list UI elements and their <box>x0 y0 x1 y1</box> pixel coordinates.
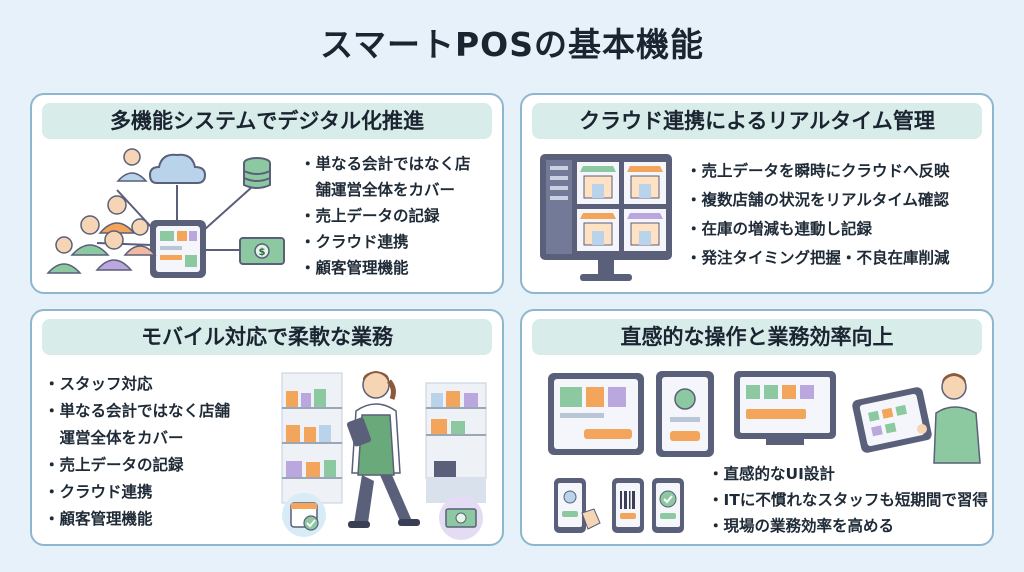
panel-title: モバイル対応で柔軟な業務 <box>42 319 492 355</box>
list-item: 在庫の増減も連動し記録 <box>686 215 950 244</box>
page-title: スマートPOSの基本機能 <box>319 25 705 64</box>
panel-title: 多機能システムでデジタル化推進 <box>42 103 492 139</box>
panel-intuitive-ui: 直感的な操作と業務効率向上 <box>520 309 994 546</box>
panel-digitalization: 多機能システムでデジタル化推進 $ <box>30 93 504 294</box>
list-item: 現場の業務効率を高める <box>708 513 988 539</box>
store-icon <box>577 209 619 251</box>
phone-user-icon <box>554 478 601 533</box>
hand-tablet-user-icon <box>852 373 981 464</box>
panel-bullets: 単なる会計ではなく店 舗運営全体をカバー 売上データの記録 クラウド連携 顧客管… <box>300 151 471 281</box>
devices-illustration <box>548 371 981 533</box>
pos-tablet-icon <box>150 220 206 278</box>
store-icon <box>624 209 666 251</box>
store-icon <box>577 162 619 204</box>
cash-icon: $ <box>239 237 285 265</box>
phone-check-icon <box>652 478 684 533</box>
staff-store-illustration <box>281 371 487 540</box>
tablet-icon <box>548 373 644 455</box>
list-item: 売上データの記録 <box>300 203 471 229</box>
list-item: 売上データの記録 <box>44 452 230 479</box>
store-shelf-icon <box>425 382 487 503</box>
staff-person-icon <box>346 371 420 528</box>
panel-bullets: 直感的なUI設計 ITに不慣れなスタッフも短期間で習得 現場の業務効率を高める <box>708 461 988 539</box>
list-item: 運営全体をカバー <box>59 429 184 447</box>
panel-title: 直感的な操作と業務効率向上 <box>532 319 982 355</box>
list-item: 発注タイミング把握・不良在庫削減 <box>686 244 950 273</box>
cloud-icon <box>148 153 207 184</box>
phone-barcode-icon <box>612 478 644 533</box>
list-item: 複数店舗の状況をリアルタイム確認 <box>686 186 950 215</box>
list-item: 顧客管理機能 <box>44 506 230 533</box>
calendar-check-icon <box>282 493 326 537</box>
list-item: ITに不慣れなスタッフも短期間で習得 <box>708 487 988 513</box>
cash-icon <box>439 496 483 540</box>
list-item: クラウド連携 <box>300 229 471 255</box>
svg-text:$: $ <box>259 247 266 258</box>
tablet-user-icon <box>656 371 714 457</box>
database-icon <box>243 157 271 189</box>
panel-title: クラウド連携によるリアルタイム管理 <box>532 103 982 139</box>
panel-mobile: モバイル対応で柔軟な業務 スタッフ対応 単なる会計ではなく店舗 運営全体をカバー… <box>30 309 504 546</box>
store-icon <box>624 162 666 204</box>
list-item: スタッフ対応 <box>44 371 230 398</box>
list-item: クラウド連携 <box>44 479 230 506</box>
list-item: 舗運営全体をカバー <box>315 181 456 199</box>
list-item: 顧客管理機能 <box>300 255 471 281</box>
pos-network-illustration: $ <box>46 148 285 278</box>
customers-icon <box>46 148 157 274</box>
list-item: 単なる会計ではなく店 <box>300 151 471 177</box>
panel-bullets: 売上データを瞬時にクラウドへ反映 複数店舗の状況をリアルタイム確認 在庫の増減も… <box>686 157 950 273</box>
monitor-stores-illustration <box>540 154 672 281</box>
list-item: 売上データを瞬時にクラウドへ反映 <box>686 157 950 186</box>
store-shelf-icon <box>281 372 343 504</box>
monitor-icon <box>734 371 836 445</box>
list-item: 単なる会計ではなく店舗 <box>44 398 231 425</box>
panel-bullets: スタッフ対応 単なる会計ではなく店舗 運営全体をカバー 売上データの記録 クラウ… <box>44 371 231 533</box>
panel-cloud-realtime: クラウド連携によるリアルタイム管理 <box>520 93 994 294</box>
list-item: 直感的なUI設計 <box>708 461 988 487</box>
